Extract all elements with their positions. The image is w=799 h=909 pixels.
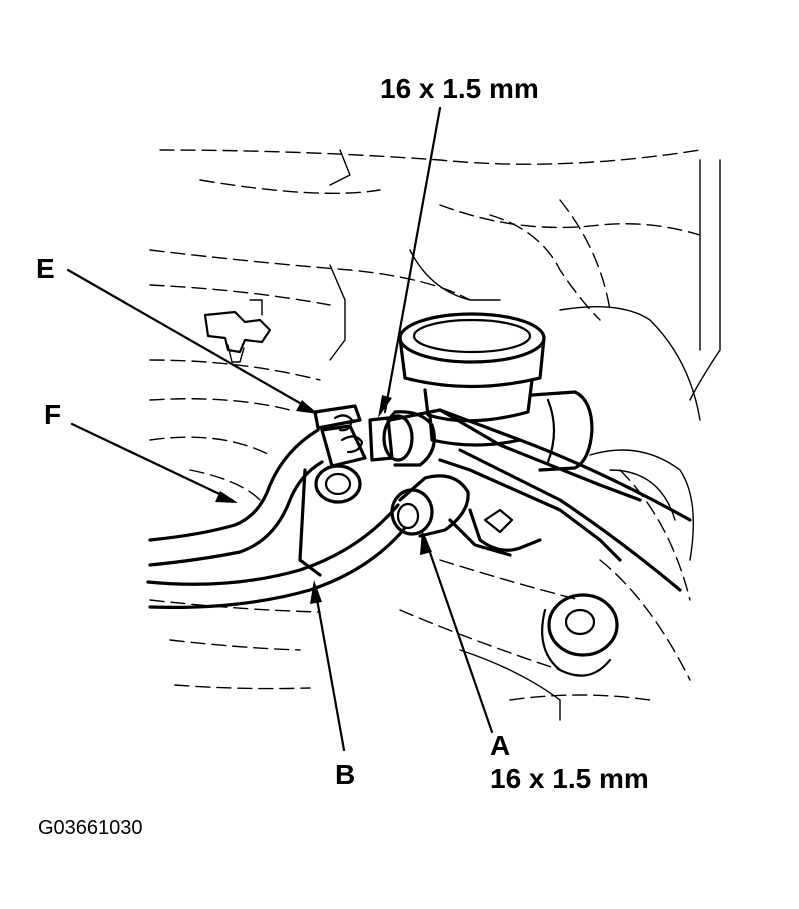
engine-background-outlines: [149, 149, 721, 721]
label-a: A: [490, 730, 510, 761]
bracket-clip: [203, 299, 272, 363]
label-e: E: [36, 253, 55, 284]
pipe-right: [438, 408, 692, 592]
figure-code: G03661030: [38, 817, 143, 839]
label-top-spec: 16 x 1.5 mm: [380, 73, 539, 104]
label-b: B: [335, 759, 355, 790]
label-a-spec: 16 x 1.5 mm: [490, 763, 649, 794]
hose-b: [146, 503, 407, 609]
pump-assembly: [298, 312, 642, 677]
leader-lines: [66, 106, 494, 752]
hose-f: [148, 428, 324, 567]
fitting-upper: [368, 410, 436, 467]
hose-clamp-e: [313, 404, 367, 468]
label-f: F: [44, 399, 61, 430]
